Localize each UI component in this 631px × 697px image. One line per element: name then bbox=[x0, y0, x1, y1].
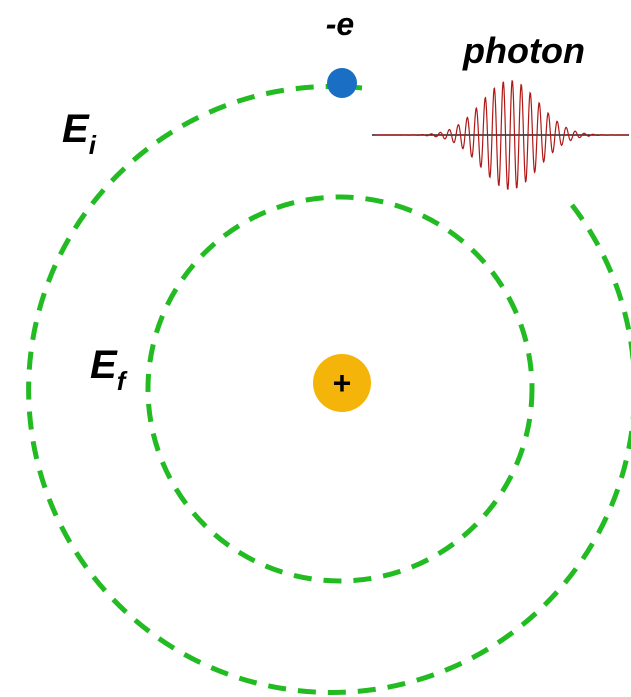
initial-energy-label: Ei bbox=[62, 107, 97, 160]
electron bbox=[327, 68, 357, 98]
nucleus bbox=[313, 354, 371, 412]
electron-label: -e bbox=[326, 6, 354, 42]
photon-label: photon bbox=[462, 30, 585, 71]
photon-wave bbox=[375, 80, 629, 190]
initial-energy-subscript: i bbox=[89, 130, 97, 160]
final-energy-subscript: f bbox=[117, 366, 128, 396]
nucleus-charge-label: + bbox=[333, 365, 352, 401]
photon-wave-packet bbox=[372, 80, 629, 190]
final-energy-label: Ef bbox=[90, 343, 128, 396]
final-energy-symbol: E bbox=[90, 343, 118, 387]
outer-orbit bbox=[26, 83, 631, 695]
initial-energy-symbol: E bbox=[62, 107, 90, 151]
inner-orbit bbox=[145, 194, 535, 584]
